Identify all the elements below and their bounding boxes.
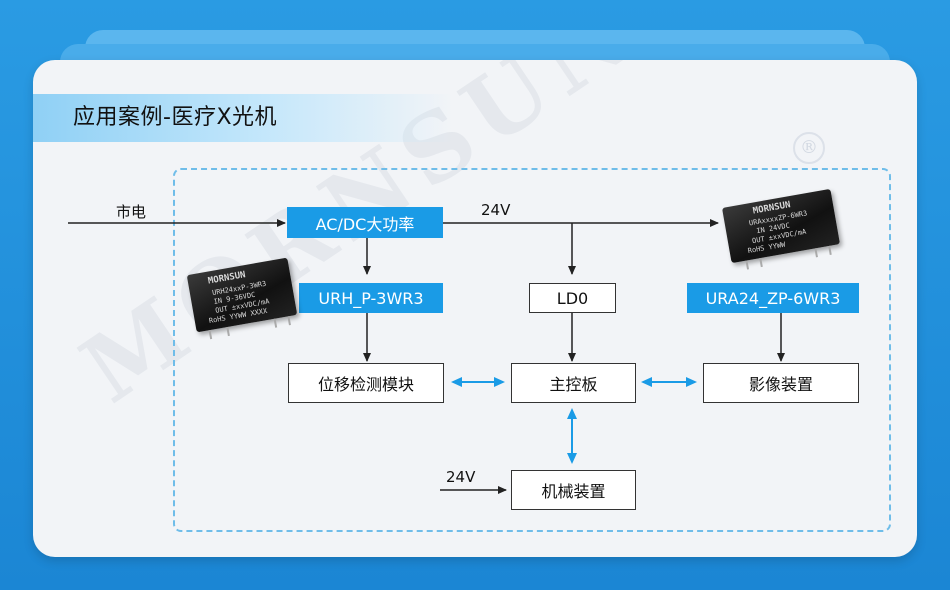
page-title: 应用案例-医疗X光机 — [73, 105, 278, 130]
block-urh: URH_P-3WR3 — [299, 283, 443, 313]
connection-wires — [68, 219, 785, 494]
label-24v-bottom: 24V — [446, 468, 476, 486]
block-ldo: LD0 — [529, 283, 616, 313]
block-acdc: AC/DC大功率 — [287, 207, 443, 238]
title-band: 应用案例-医疗X光机 — [33, 94, 453, 142]
block-position-detection: 位移检测模块 — [288, 363, 444, 403]
block-ura: URA24_ZP-6WR3 — [687, 283, 859, 313]
registered-mark: ® — [793, 132, 825, 164]
block-main-board: 主控板 — [511, 363, 636, 403]
system-boundary — [173, 168, 891, 532]
main-card: MORNSUN ® 应用案例-医疗X光机 — [33, 60, 917, 557]
label-mains: 市电 — [116, 203, 147, 221]
block-mechanical: 机械装置 — [511, 470, 636, 510]
block-imaging: 影像装置 — [703, 363, 859, 403]
label-24v-top: 24V — [481, 201, 511, 219]
